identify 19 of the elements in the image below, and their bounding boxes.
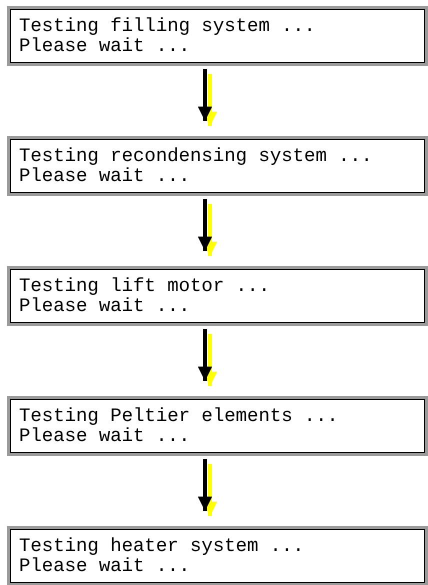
arrow [198,329,212,381]
display-text: Please wait ... [19,296,192,316]
display-text: Testing Peltier elements ... [19,406,340,426]
display-box [10,269,425,323]
display-text: Testing lift motor ... [19,276,271,296]
display-text: Testing recondensing system ... [19,146,374,166]
display-box [10,399,425,453]
display-box [10,529,425,583]
arrow [198,69,212,121]
display-box [10,139,425,193]
display-text: Testing filling system ... [19,16,316,36]
display-text: Please wait ... [19,556,192,576]
display-text: Testing heater system ... [19,536,306,556]
arrow [198,459,212,511]
display-text: Please wait ... [19,426,192,446]
display-text: Please wait ... [19,166,192,186]
display-box [10,9,425,63]
display-text: Please wait ... [19,36,192,56]
arrow [198,199,212,251]
